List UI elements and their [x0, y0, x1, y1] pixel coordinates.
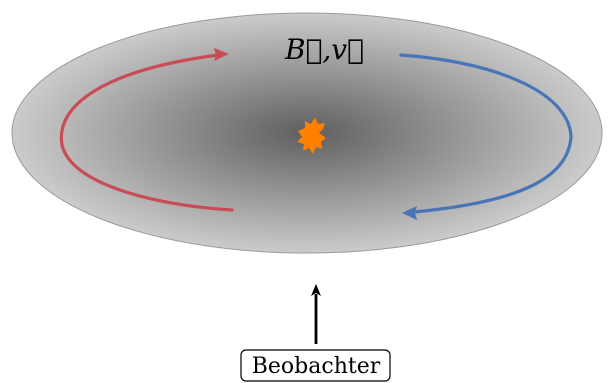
observer-view-arrowhead-icon [311, 284, 321, 296]
right-rotation-arrowhead-icon [402, 206, 417, 220]
observer-label-box [240, 349, 391, 382]
left-rotation-arrowhead-icon [214, 48, 229, 61]
star-icon [297, 117, 326, 154]
field-label: B⃗,v⃗ [284, 33, 364, 66]
right-rotation-arc-icon [399, 53, 573, 214]
left-rotation-arc-icon [59, 53, 234, 212]
observer-label: Beobachter [252, 354, 381, 379]
